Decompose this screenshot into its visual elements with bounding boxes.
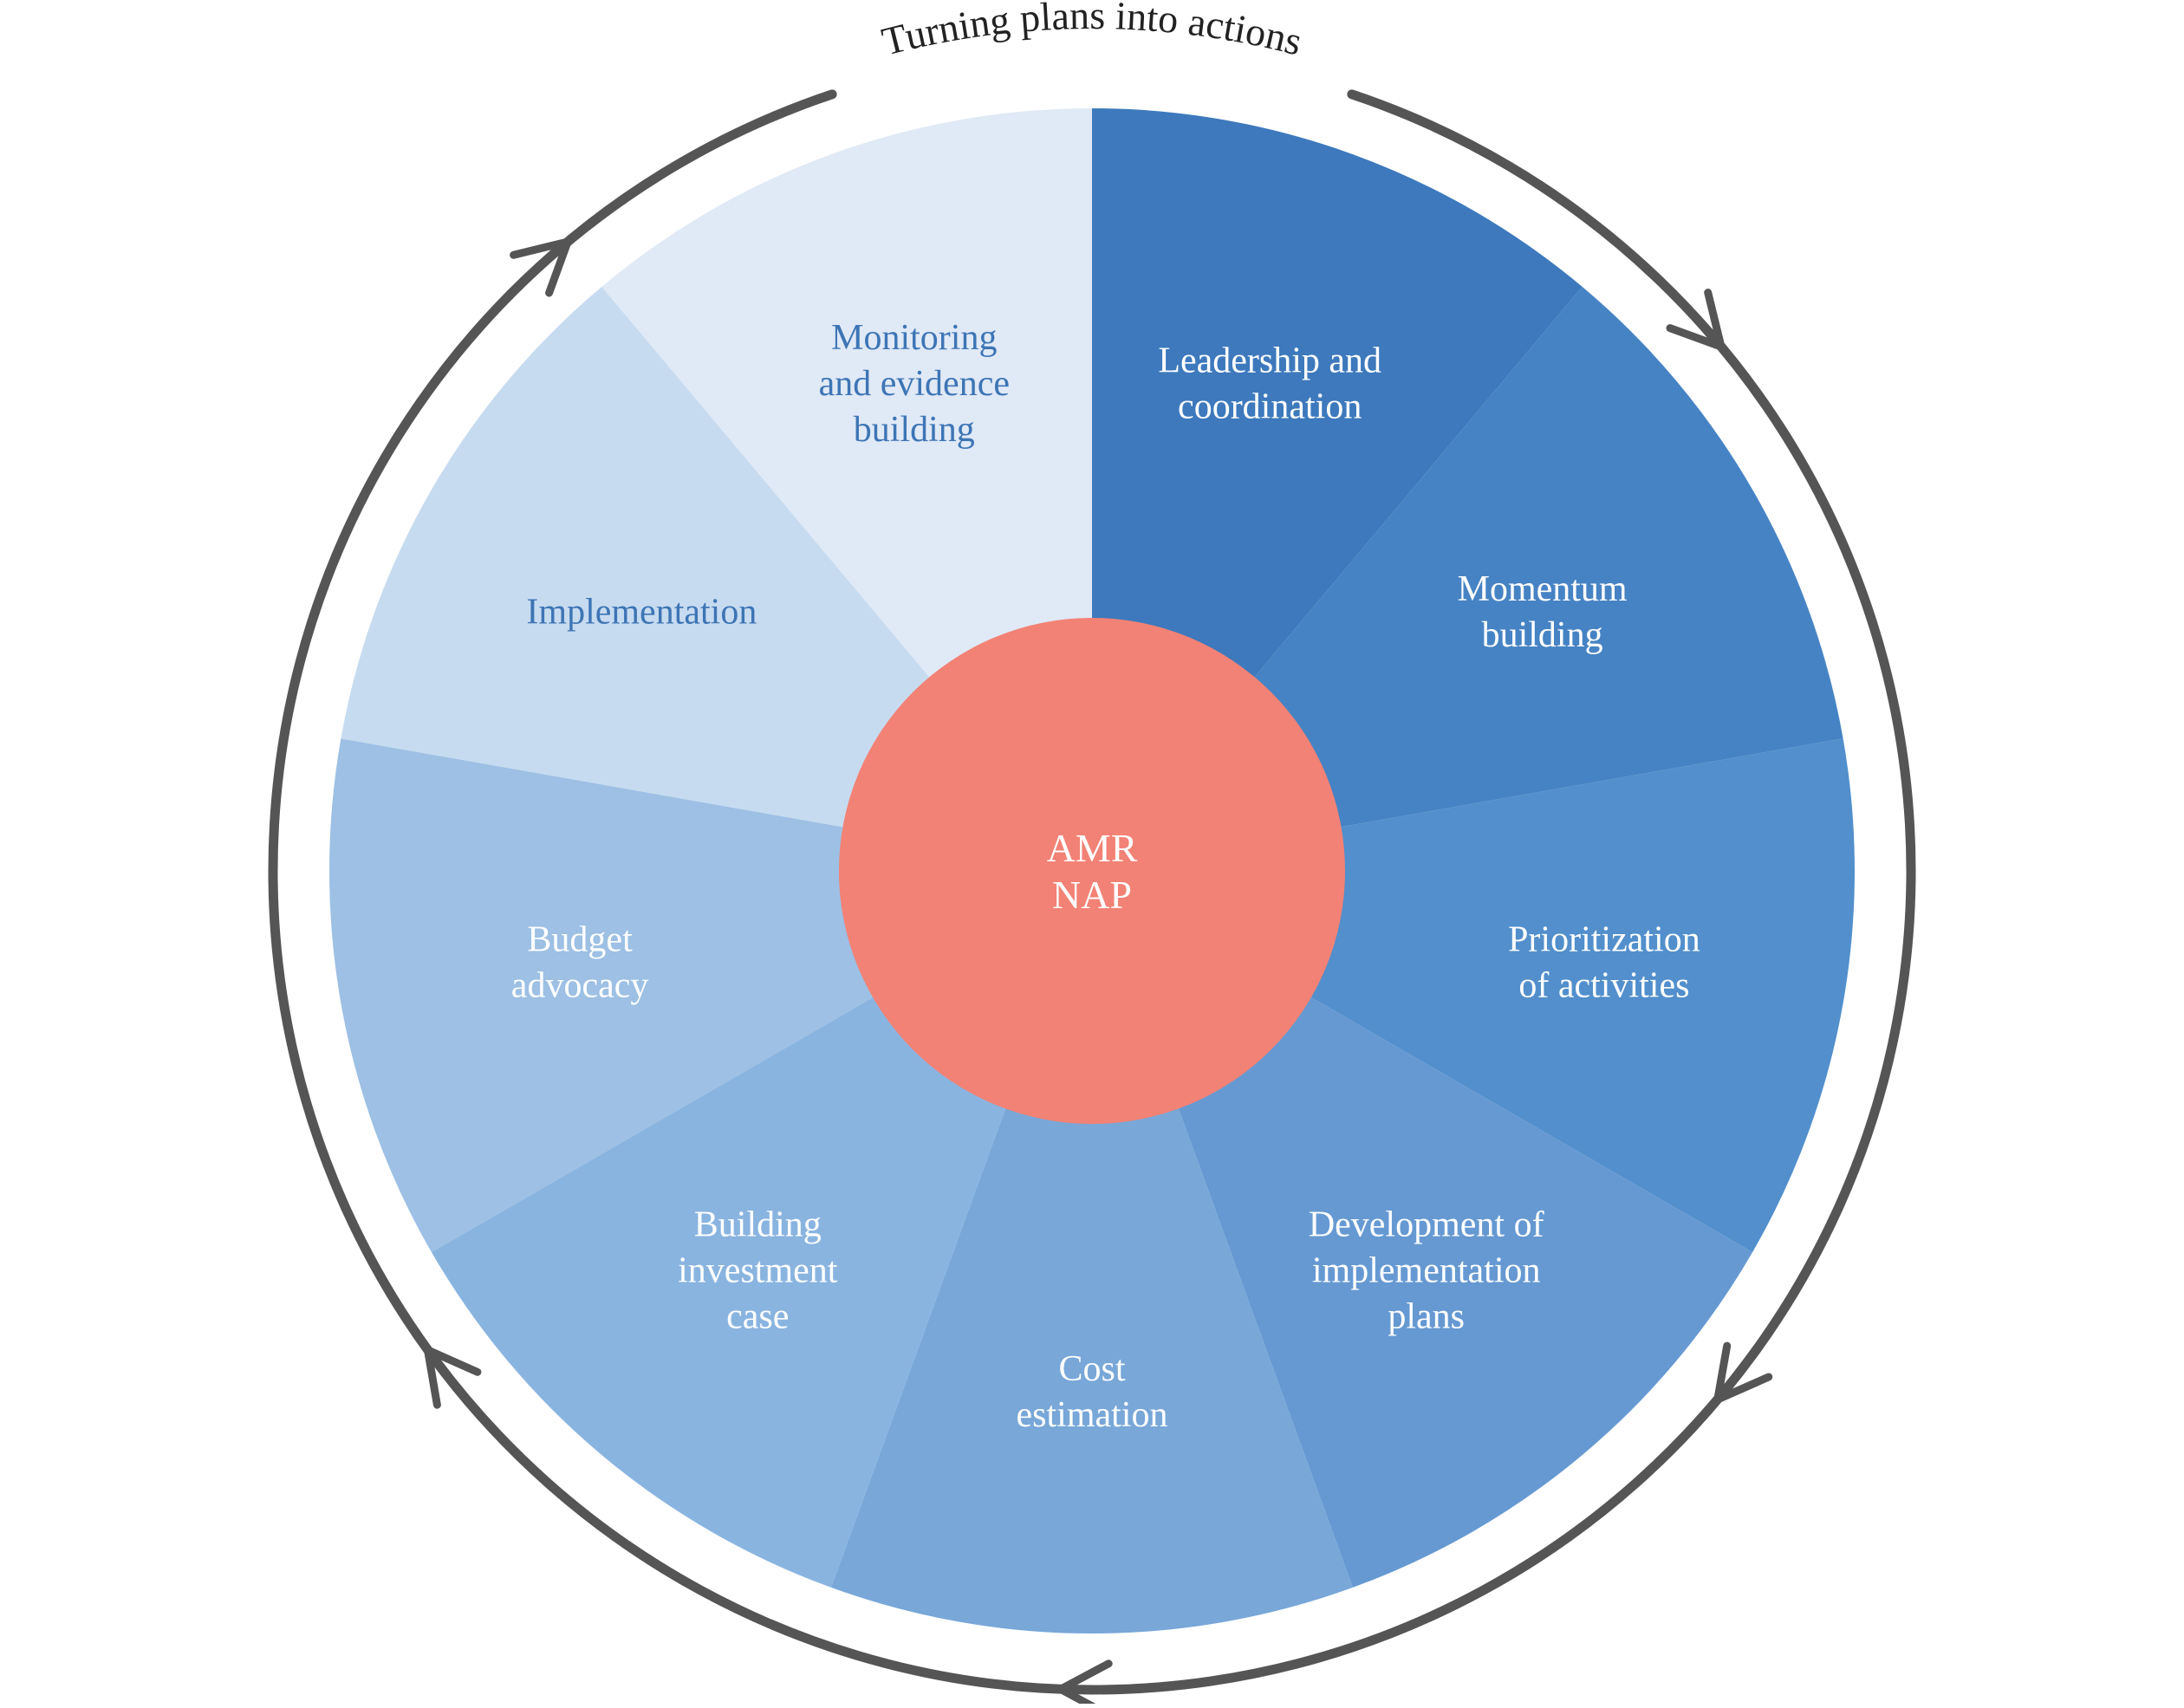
segment-label-line: Momentum [1458, 569, 1628, 609]
center-label-line: NAP [1052, 873, 1132, 917]
segment-label-budget: Budget advocacy [511, 919, 649, 1005]
segment-label-line: investment [678, 1250, 838, 1290]
segment-label-cost: Cost estimation [1017, 1349, 1168, 1435]
direction-arrow-icon [510, 237, 572, 297]
cycle-label: Turning plans into actions [878, 0, 1307, 64]
segment-label-line: coordination [1178, 386, 1362, 426]
segment-label-monitoring: Monitoring and evidence building [819, 318, 1010, 450]
segment-label-line: building [854, 410, 975, 450]
segment-label-line: Monitoring [831, 318, 997, 358]
segment-label-line: implementation [1312, 1250, 1541, 1290]
segment-label-line: Cost [1058, 1349, 1125, 1389]
segment-label-line: Implementation [526, 593, 757, 633]
direction-arrow-icon [1713, 1341, 1773, 1404]
segment-label-investment: Building investment case [678, 1205, 838, 1336]
segment-label-implementation: Implementation [526, 593, 757, 633]
center-circle [839, 618, 1345, 1124]
segment-label-momentum: Momentum building [1458, 569, 1628, 655]
segment-label-line: Development of [1309, 1205, 1544, 1244]
segment-label-line: plans [1388, 1296, 1465, 1336]
segment-label-leadership: Leadership and coordination [1158, 341, 1381, 426]
segment-label-line: case [726, 1296, 789, 1336]
segment-label-line: of activities [1518, 965, 1689, 1005]
direction-arrow-icon [1056, 1659, 1113, 1708]
segment-label-line: Prioritization [1508, 919, 1700, 959]
segment-label-development: Development of implementation plans [1309, 1205, 1544, 1336]
segment-label-line: Building [694, 1205, 822, 1244]
direction-arrow-icon [1666, 289, 1726, 351]
segment-label-line: Budget [527, 919, 633, 959]
cycle-ring [268, 89, 1916, 1695]
segment-label-line: advocacy [511, 965, 649, 1005]
segment-label-line: building [1482, 615, 1603, 655]
segment-label-line: estimation [1017, 1395, 1168, 1435]
direction-arrow-icon [424, 1346, 482, 1409]
segment-label-line: and evidence [819, 364, 1010, 404]
segment-label-line: Leadership and [1158, 341, 1381, 380]
cycle-label-text: Turning plans into actions [878, 0, 1307, 64]
center-label-line: AMR [1047, 826, 1138, 870]
segment-label-prioritization: Prioritization of activities [1508, 919, 1700, 1005]
segment-cost [831, 871, 1353, 1634]
